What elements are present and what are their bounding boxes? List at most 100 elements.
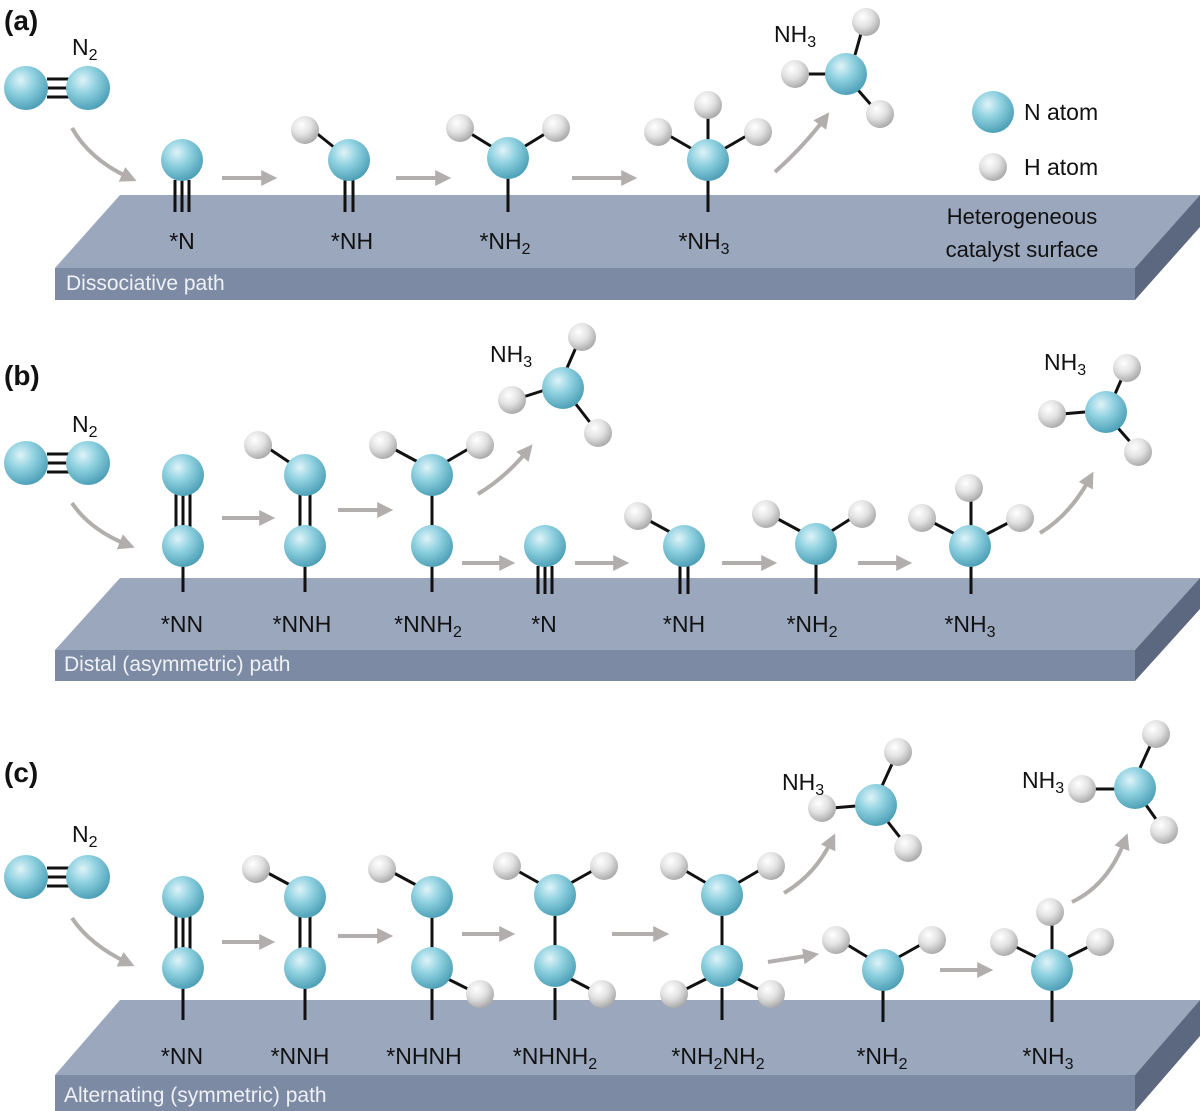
- intermediate-nh-b: [624, 502, 705, 594]
- n-atom: [1114, 767, 1156, 809]
- intermediate-nhnh2-c: [493, 852, 618, 1020]
- intermediate-n-b: [524, 525, 566, 594]
- intermediate-label: *NH3: [944, 611, 995, 641]
- nh3-product-b2: [1038, 354, 1152, 466]
- reactant-label-c: N2: [72, 821, 98, 851]
- n-atom: [162, 454, 204, 496]
- n-atom: [1085, 391, 1127, 433]
- h-atom: [1124, 438, 1152, 466]
- intermediate-nnh-c: [242, 855, 326, 1020]
- n-atom: [66, 66, 110, 110]
- intermediate-label: *NHNH2: [513, 1043, 597, 1073]
- h-atom: [660, 980, 688, 1008]
- n2-molecule-b: [4, 441, 110, 485]
- n-atom: [949, 525, 991, 567]
- h-atom: [822, 926, 850, 954]
- n-atom: [66, 855, 110, 899]
- panel-b: (b) Distal (asymmetric) path N2: [4, 323, 1200, 681]
- product-label-a: NH3: [774, 21, 816, 51]
- product-label-b2: NH3: [1044, 349, 1086, 379]
- n-atom: [825, 53, 867, 95]
- n-atom: [162, 947, 204, 989]
- h-atom: [590, 852, 618, 880]
- path-name-a: Dissociative path: [66, 272, 225, 295]
- reaction-arrow: [476, 444, 533, 496]
- h-atom: [866, 100, 894, 128]
- n-atom: [1031, 949, 1073, 991]
- h-atom: [466, 980, 494, 1008]
- n-atom: [701, 874, 743, 916]
- h-atom: [568, 323, 596, 351]
- reaction-arrow: [70, 501, 135, 550]
- h-atom: [644, 118, 672, 146]
- intermediate-label: *NN: [161, 1043, 203, 1069]
- h-atom: [955, 474, 983, 502]
- nh3-product-c2: [1068, 720, 1178, 844]
- intermediate-label: *N: [169, 228, 195, 254]
- n-atom: [534, 945, 576, 987]
- n-atom: [687, 139, 729, 181]
- intermediate-label: *NH: [663, 611, 705, 637]
- nh3-product-b1: [498, 323, 612, 447]
- h-atom: [884, 738, 912, 766]
- intermediate-nh3-a: [644, 91, 772, 212]
- h-atom: [852, 8, 880, 36]
- h-atom: [694, 91, 722, 119]
- h-atom: [498, 386, 526, 414]
- n-atom: [534, 874, 576, 916]
- h-atom: [918, 926, 946, 954]
- h-atom: [757, 852, 785, 880]
- catalyst-surface-b: [55, 578, 1200, 681]
- n-atom: [161, 139, 203, 181]
- n-atom: [542, 367, 584, 409]
- product-label-c1: NH3: [782, 769, 824, 799]
- n-atom: [524, 525, 566, 567]
- n2-molecule-c: [4, 855, 110, 899]
- h-atom: [242, 855, 270, 883]
- intermediate-label: *NNH: [273, 611, 332, 637]
- legend: N atom H atom: [972, 91, 1098, 181]
- intermediate-label: *NNH: [271, 1043, 330, 1069]
- reaction-arrow: [773, 112, 830, 174]
- h-atom: [584, 419, 612, 447]
- intermediate-nn-c: [162, 876, 204, 1020]
- h-atom: [369, 431, 397, 459]
- h-atom: [1142, 720, 1170, 748]
- n-atom: [328, 139, 370, 181]
- nh3-product-a: [781, 8, 894, 128]
- intermediate-n-a: [161, 139, 203, 212]
- h-atom: [744, 118, 772, 146]
- intermediate-label: *N: [531, 611, 557, 637]
- h-atom: [781, 60, 809, 88]
- intermediate-nhnh-c: [368, 855, 494, 1020]
- product-label-b1: NH3: [490, 341, 532, 371]
- h-atom: [1068, 775, 1096, 803]
- panel-c: (c) Alternating (symmetric) path N2: [4, 720, 1200, 1111]
- path-name-b: Distal (asymmetric) path: [64, 653, 290, 676]
- intermediate-nh3-b: [908, 474, 1034, 594]
- intermediate-nnh2-b: [369, 431, 494, 592]
- h-atom: [990, 928, 1018, 956]
- path-name-c: Alternating (symmetric) path: [64, 1084, 327, 1107]
- reaction-arrow: [1038, 471, 1094, 535]
- n-atom: [162, 876, 204, 918]
- h-atom: [848, 500, 876, 528]
- legend-n-atom-swatch: [972, 91, 1014, 133]
- h-atom: [542, 114, 570, 142]
- n2-molecule-a: [4, 66, 110, 110]
- product-label-c2: NH3: [1022, 767, 1064, 797]
- n-atom: [411, 525, 453, 567]
- surface-label-line2: catalyst surface: [946, 237, 1099, 262]
- catalyst-surface-c: [55, 1000, 1200, 1111]
- reactant-label-b: N2: [72, 411, 98, 441]
- reaction-arrow: [70, 127, 137, 182]
- h-atom: [757, 980, 785, 1008]
- h-atom: [1086, 928, 1114, 956]
- surface-label-line1: Heterogeneous: [947, 204, 1097, 229]
- panel-letter-c: (c): [4, 757, 38, 788]
- intermediate-nh2-b: [752, 500, 876, 594]
- h-atom: [1113, 354, 1141, 382]
- n-atom: [411, 876, 453, 918]
- h-atom: [368, 855, 396, 883]
